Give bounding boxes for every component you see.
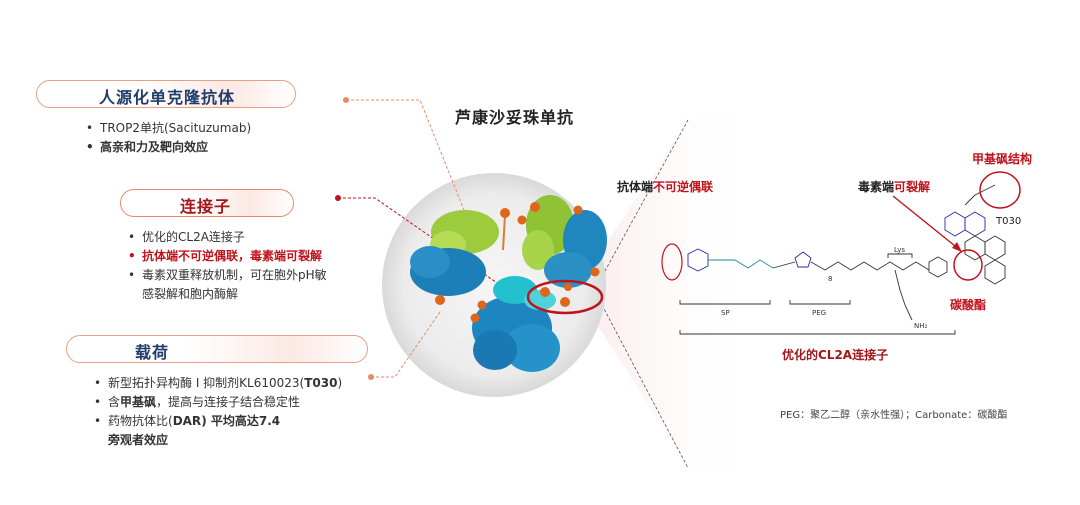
linker-heading-pill <box>120 189 294 217</box>
methylsulfone-label: 甲基砜结构 <box>972 152 1033 166</box>
antibody-heading-pill <box>36 80 296 108</box>
payload-item-1-suffix: ) <box>337 376 343 390</box>
antibody-item-2: 高亲和力及靶向效应 <box>84 138 251 157</box>
zoom-line-top <box>599 119 689 281</box>
peg-repeat-label: 8 <box>828 275 833 283</box>
payload-heading-pill <box>66 335 368 363</box>
linker-item-3-continuation: 感裂解和胞内酶解 <box>142 287 239 301</box>
linker-list: 优化的CL2A连接子 抗体端不可逆偶联，毒素端可裂解 毒素双重释放机制，可在胞外… <box>126 228 327 304</box>
antibody-end-highlight <box>661 243 683 281</box>
connector-payload <box>371 311 441 378</box>
linker-item-2: 抗体端不可逆偶联，毒素端可裂解 <box>126 247 327 266</box>
peg-label: PEG <box>812 309 827 317</box>
antibody-heading: 人源化单克隆抗体 <box>99 88 236 107</box>
diagram-highlight <box>526 279 604 315</box>
toxin-end-prefix: 毒素端 <box>858 180 895 194</box>
zoom-line-bottom <box>601 304 689 469</box>
payload-item-1-text: 新型拓扑异构酶 I 抑制剂KL610023( <box>108 376 305 390</box>
payload-item-1: 新型拓扑异构酶 I 抑制剂KL610023(T030) <box>92 374 342 393</box>
payload-item-3-text: 药物抗体比( <box>108 414 173 428</box>
payload-item-3-bold: DAR <box>172 414 202 428</box>
payload-item-3-suffix: ) 平均高达7.4 <box>201 414 281 428</box>
t030-label: T030 <box>996 216 1022 227</box>
connector-linker-dot <box>335 195 341 201</box>
payload-item-4: 旁观者效应 <box>108 433 169 447</box>
linker-heading: 连接子 <box>180 197 232 216</box>
connector-payload-dot <box>368 374 374 380</box>
connector-antibody-dot <box>343 97 349 103</box>
carbonate-highlight <box>953 249 983 281</box>
payload-heading: 载荷 <box>135 343 170 362</box>
payload-item-3: 药物抗体比(DAR) 平均高达7.4 <box>92 412 342 431</box>
legend-text: PEG：聚乙二醇（亲水性强）；Carbonate：碳酸酯 <box>780 410 1008 421</box>
zoom-wedge <box>575 118 760 470</box>
connector-linker <box>338 197 501 286</box>
antibody-list: TROP2单抗(Sacituzumab) 高亲和力及靶向效应 <box>84 119 251 157</box>
nh2-label: NH₂ <box>914 322 928 330</box>
lys-label: Lys <box>894 246 906 254</box>
antibody-end-label: 抗体端不可逆偶联 <box>617 178 713 195</box>
toxin-end-label: 毒素端可裂解 <box>858 178 930 195</box>
linker-item-3: 毒素双重释放机制，可在胞外pH敏 <box>126 266 327 285</box>
methylsulfone-highlight <box>979 171 1021 209</box>
antibody-end-red: 不可逆偶联 <box>653 180 714 194</box>
payload-item-2-bold: 甲基砜 <box>120 395 157 409</box>
payload-item-2-text: 含 <box>108 395 121 409</box>
linker-item-3-cont: 感裂解和胞内酶解 <box>126 285 327 304</box>
payload-item-1-bold: T030 <box>304 376 338 390</box>
carbonate-label: 碳酸酯 <box>950 298 987 312</box>
payload-list: 新型拓扑异构酶 I 抑制剂KL610023(T030) 含甲基砜，提高与连接子结… <box>92 374 342 450</box>
linker-caption: 优化的CL2A连接子 <box>782 348 889 362</box>
payload-spheres <box>435 202 600 323</box>
antibody-item-1: TROP2单抗(Sacituzumab) <box>84 119 251 138</box>
payload-item-2-suffix: ，提高与连接子结合稳定性 <box>156 395 301 409</box>
carbonate-arrow <box>892 195 961 251</box>
carbonate-arrowhead <box>952 242 962 252</box>
sp-label: SP <box>721 309 730 317</box>
drug-title: 芦康沙妥珠单抗 <box>455 108 575 127</box>
toxin-end-red: 可裂解 <box>894 180 931 194</box>
linker-item-1: 优化的CL2A连接子 <box>126 228 327 247</box>
antibody-end-prefix: 抗体端 <box>617 180 654 194</box>
payload-item-2: 含甲基砜，提高与连接子结合稳定性 <box>92 393 342 412</box>
